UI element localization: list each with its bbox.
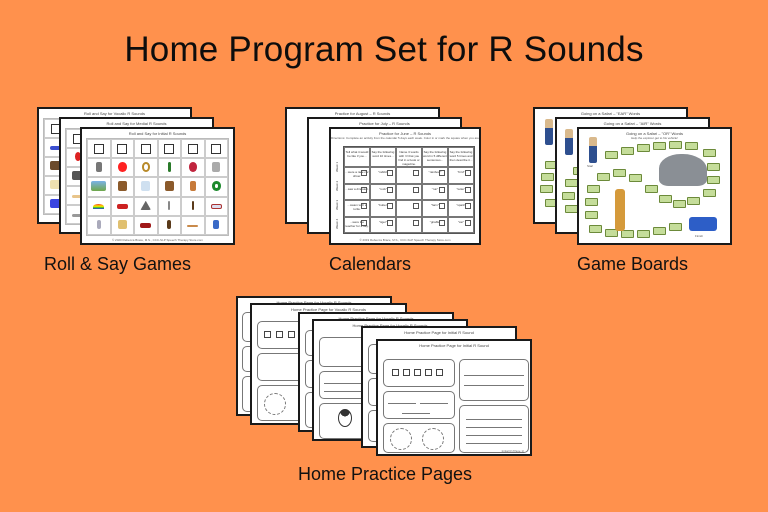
calendar-page[interactable]: Practice for June – R Sounds Directions:… bbox=[329, 127, 481, 245]
dice-activity bbox=[383, 359, 455, 387]
caption-roll-say-games: Roll & Say Games bbox=[43, 254, 192, 274]
path-activity bbox=[459, 405, 529, 453]
flower-icon bbox=[264, 393, 286, 415]
practice-page[interactable]: Home Practice Page for Initial R Sound I… bbox=[376, 339, 532, 456]
find-things-activity bbox=[383, 391, 455, 419]
page-title: Home Program Set for R Sounds bbox=[124, 30, 644, 69]
ladybug-icon bbox=[338, 409, 352, 427]
caption-home-practice-pages: Home Practice Pages bbox=[297, 464, 473, 484]
book-icon bbox=[396, 216, 422, 233]
jeep-icon bbox=[689, 217, 717, 231]
tic-tac-toe-activity bbox=[459, 359, 529, 401]
caption-game-boards: Game Boards bbox=[576, 254, 689, 274]
flower-activity bbox=[383, 423, 455, 453]
calendar-grid: Tell what it would be like if you... Say… bbox=[343, 146, 475, 234]
book-icon bbox=[396, 167, 422, 184]
week-labels: Week 1 Week 2 Week 3 Week 4 bbox=[335, 162, 339, 229]
caption-calendars: Calendars bbox=[328, 254, 412, 274]
book-icon bbox=[396, 183, 422, 200]
game-board-page[interactable]: Going on a Safari – "OR" Words Help the … bbox=[577, 127, 732, 245]
elephant-icon bbox=[659, 154, 707, 186]
giraffe-icon bbox=[615, 189, 625, 231]
explorer-icon bbox=[565, 129, 573, 155]
book-icon bbox=[396, 200, 422, 217]
explorer-icon bbox=[589, 137, 597, 163]
explorer-icon bbox=[545, 119, 553, 145]
flower-icon bbox=[422, 428, 444, 450]
roll-say-page[interactable]: Roll and Say for Initial R Sounds bbox=[80, 127, 235, 245]
flower-icon bbox=[390, 428, 412, 450]
roll-say-grid bbox=[86, 138, 229, 236]
